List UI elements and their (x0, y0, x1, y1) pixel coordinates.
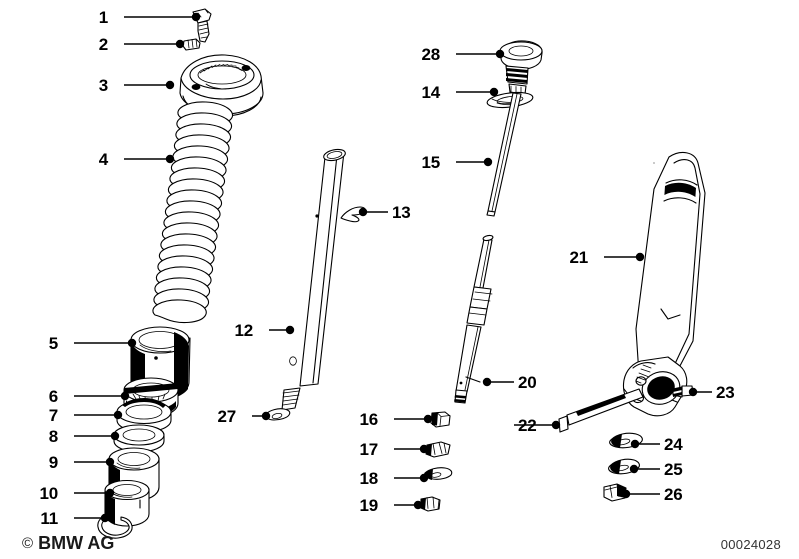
copyright-text: BMW AG (38, 533, 115, 553)
leader-dot-7 (113, 410, 123, 420)
leader-dot-3 (165, 80, 175, 90)
callout-number-22: 22 (518, 416, 537, 435)
part-4-fork-spring (152, 101, 233, 324)
callout-number-26: 26 (664, 485, 683, 504)
callout-number-18: 18 (359, 469, 378, 488)
leader-dot-11 (100, 513, 110, 523)
leader-dot-18 (419, 473, 429, 483)
leader-dot-17 (419, 444, 429, 454)
leader-dot-28 (495, 49, 505, 59)
part-27-washer (265, 408, 291, 421)
callout-number-8: 8 (48, 427, 58, 446)
callout-number-21: 21 (569, 248, 588, 267)
part-20-damper-assembly (454, 234, 494, 404)
callout-number-11: 11 (40, 509, 58, 528)
callout-number-16: 16 (359, 410, 378, 429)
part-17-lock-washer (425, 441, 451, 458)
callout-number-14: 14 (421, 83, 440, 102)
leader-dot-23 (688, 387, 698, 397)
part-16-nut (430, 411, 451, 428)
leader-dot-5 (127, 338, 137, 348)
callout-number-3: 3 (98, 76, 108, 95)
part-15-damper-rod (486, 92, 522, 217)
leader-dot-6 (120, 391, 130, 401)
copyright-symbol: © (22, 535, 34, 552)
leader-dot-12 (285, 325, 295, 335)
leader-dot-1 (191, 12, 201, 22)
callout-number-12: 12 (234, 321, 253, 340)
leader-dot-2 (175, 39, 185, 49)
callout-leader-lines (74, 12, 712, 523)
leader-dot-27 (261, 411, 271, 421)
part-3-top-cap (179, 54, 264, 117)
part-24-washer (609, 432, 643, 449)
callout-number-13: 13 (392, 203, 411, 222)
leader-dot-25 (629, 464, 639, 474)
callout-number-25: 25 (664, 460, 683, 479)
copyright-notice: © BMW AG (22, 533, 114, 554)
callout-number-20: 20 (518, 373, 537, 392)
part-18-flat-washer (423, 467, 453, 480)
callout-number-19: 19 (359, 496, 378, 515)
leader-dot-10 (105, 488, 115, 498)
callout-number-24: 24 (664, 435, 683, 454)
callout-number-9: 9 (48, 453, 58, 472)
leader-dot-13 (358, 207, 368, 217)
leader-dot-20 (482, 377, 492, 387)
callout-number-1: 1 (98, 8, 108, 27)
callout-number-10: 10 (39, 484, 58, 503)
leader-dot-9 (105, 457, 115, 467)
callout-number-15: 15 (421, 153, 440, 172)
callout-number-28: 28 (421, 45, 440, 64)
leader-dot-19 (413, 500, 423, 510)
part-21-fork-slider (622, 151, 706, 417)
callout-number-17: 17 (359, 440, 378, 459)
part-2-grub-screw (182, 38, 201, 51)
leader-dot-16 (423, 414, 433, 424)
callout-number-23: 23 (716, 383, 735, 402)
leader-dot-4 (165, 154, 175, 164)
callout-number-2: 2 (98, 35, 108, 54)
leader-dot-14 (489, 87, 499, 97)
callout-number-7: 7 (48, 406, 58, 425)
part-19-hex-nut (420, 496, 441, 512)
leader-dot-24 (630, 439, 640, 449)
part-28-damper-top-bolt (499, 40, 543, 95)
leader-dot-22 (551, 420, 561, 430)
leader-dot-8 (110, 431, 120, 441)
callout-number-6: 6 (48, 387, 58, 406)
part-22-axle-bolt (558, 388, 644, 433)
callout-number-27: 27 (217, 407, 236, 426)
part-12-stanchion-tube (281, 148, 346, 411)
leader-dot-26 (621, 489, 631, 499)
leader-dot-15 (483, 157, 493, 167)
leader-dot-21 (635, 252, 645, 262)
callout-number-5: 5 (48, 334, 58, 353)
callout-number-4: 4 (98, 150, 108, 169)
drawing-number: 00024028 (720, 537, 781, 552)
